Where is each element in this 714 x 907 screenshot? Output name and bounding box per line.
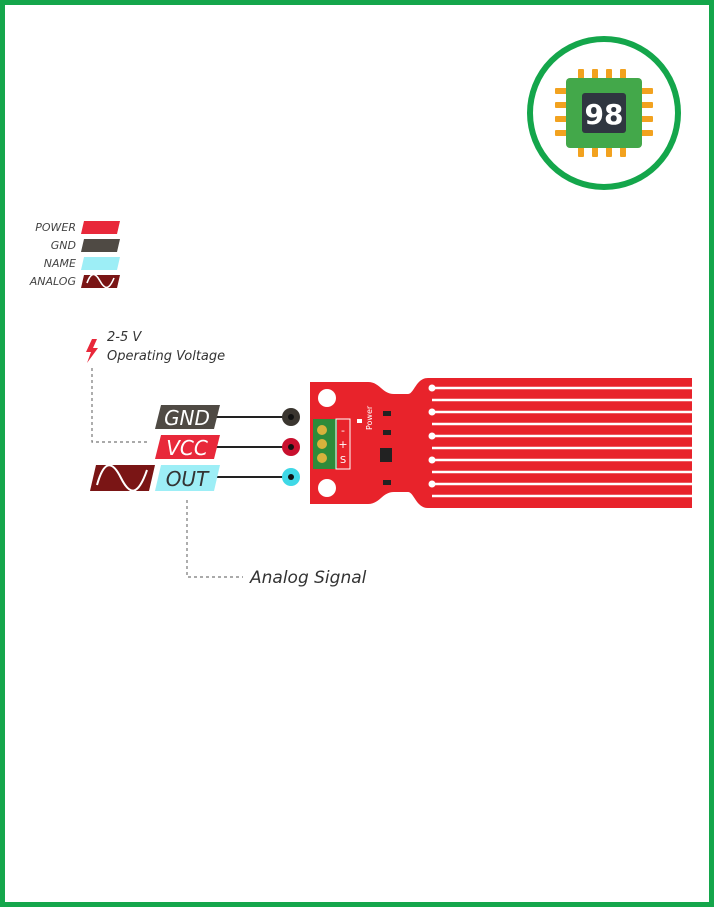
pin-gnd: GND [155, 405, 300, 430]
voltage-value: 2-5 V [107, 330, 142, 345]
sensor-board: - + S Power [310, 378, 692, 508]
analog-signal-label: Analog Signal [249, 568, 367, 588]
legend-label-name: NAME [44, 257, 76, 270]
logo-number: 98 [585, 98, 624, 131]
silk-power: Power [365, 405, 374, 430]
pin-out: OUT [90, 464, 300, 492]
legend: POWER GND NAME ANALOG [29, 221, 120, 289]
voltage-annotation: 2-5 V Operating Voltage [86, 330, 225, 443]
legend-label-analog: ANALOG [29, 275, 76, 288]
chip-icon [555, 69, 653, 157]
wires [216, 416, 283, 478]
led [357, 419, 362, 423]
silk-plus: + [338, 438, 347, 451]
pin-vcc-label: VCC [166, 436, 208, 460]
legend-swatch-power [81, 221, 120, 234]
wave-icon [86, 273, 115, 289]
wave-icon [96, 464, 148, 492]
voltage-leader-line [91, 368, 150, 443]
mounting-hole [318, 389, 336, 407]
lightning-icon [86, 339, 98, 363]
legend-swatch-name [81, 257, 120, 270]
legend-swatch-analog [81, 273, 120, 289]
transistor [380, 448, 392, 462]
pin-vcc: VCC [155, 435, 300, 460]
pin-vcc-tag [155, 435, 220, 459]
pin-gnd-tag [155, 405, 220, 429]
analog-badge [90, 464, 155, 492]
silk-s: S [340, 455, 346, 466]
pin-out-tag [155, 465, 220, 491]
silk-minus: - [341, 424, 345, 437]
analog-leader-line [186, 500, 243, 578]
sensing-traces [432, 386, 692, 498]
legend-label-power: POWER [35, 221, 76, 234]
pin-gnd-label: GND [164, 406, 210, 430]
voltage-label: Operating Voltage [107, 349, 225, 364]
pin-out-label: OUT [166, 467, 210, 491]
legend-label-gnd: GND [51, 239, 76, 252]
legend-swatch-gnd [81, 239, 120, 252]
analog-annotation: Analog Signal [186, 500, 367, 588]
mounting-hole [318, 479, 336, 497]
logo: 98 [527, 36, 681, 190]
